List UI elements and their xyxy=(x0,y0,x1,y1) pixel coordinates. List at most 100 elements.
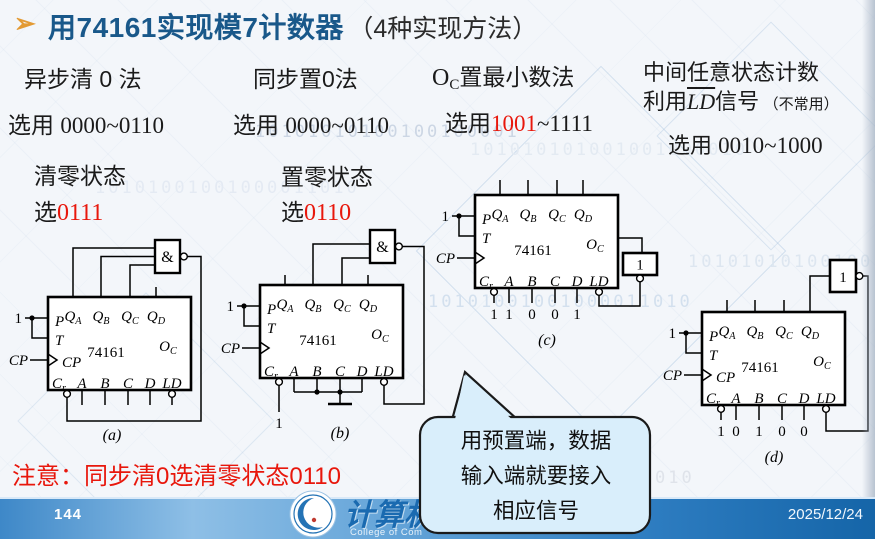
active-low-bubble xyxy=(716,404,726,414)
pin-sub: C xyxy=(597,244,604,255)
method4-range: 选用 0010~1000 xyxy=(668,128,823,160)
method2-state: 置零状态 xyxy=(281,164,373,190)
pin-label-t: T xyxy=(709,348,719,364)
wire xyxy=(618,237,643,253)
active-low-bubble xyxy=(394,242,404,251)
preset-value: 1 xyxy=(717,424,725,440)
pin-sub: D xyxy=(584,214,593,225)
method3-title-rest: 置最小数法 xyxy=(459,64,575,90)
school-logo xyxy=(289,490,337,538)
title-row: 用74161实现模7计数器 （4种实现方法） xyxy=(48,6,537,46)
pin-sub: r xyxy=(489,281,493,292)
method4-range-prefix: 选用 xyxy=(668,133,719,158)
wire xyxy=(47,353,59,367)
pin-label-A: A xyxy=(503,274,514,290)
ext-cp-label: CP xyxy=(221,341,240,357)
pin-label-A: A xyxy=(730,391,741,407)
const-one-label: 1 xyxy=(227,299,235,315)
pin-label-C: C xyxy=(123,376,134,392)
pin-label-C: C xyxy=(777,391,788,407)
pin-label-cp: CP xyxy=(62,355,81,371)
warning-note: 注意：同步清0选清零状态0110 xyxy=(12,463,341,490)
date-label: 2025/12/24 xyxy=(787,506,863,523)
chip-body xyxy=(46,295,193,392)
method1-state: 清零状态 xyxy=(34,163,126,189)
wire xyxy=(701,368,713,382)
preset-value: 0 xyxy=(800,424,808,440)
circuit-label: (a) xyxy=(103,427,122,444)
pin-sub: A xyxy=(286,304,294,315)
bubble-text: 用预置端，数据 输入端就要接入 相应信号 xyxy=(425,424,647,529)
method3-range-prefix: 选用 xyxy=(445,110,491,136)
page-title-paren: （4种实现方法） xyxy=(348,15,538,43)
wire xyxy=(809,275,830,312)
const-one-label: 1 xyxy=(15,311,23,327)
pin-sub: r xyxy=(716,398,720,409)
method3-oc: O xyxy=(432,65,450,91)
pin-sub: D xyxy=(811,331,820,342)
method2-pick: 选0110 xyxy=(281,193,351,227)
chip-body xyxy=(473,193,620,290)
bubble-line1: 用预置端，数据 xyxy=(460,429,612,453)
method3-oc-sub: C xyxy=(449,77,460,94)
wire xyxy=(259,341,271,355)
pin-label-C: C xyxy=(550,274,561,290)
logo-dot xyxy=(311,517,317,523)
method4-note: （不常用） xyxy=(763,96,839,113)
method3-range: 选用1001~1111 xyxy=(445,104,593,138)
active-low-bubble xyxy=(379,377,389,387)
pin-label-D: D xyxy=(798,391,810,407)
active-low-bubble xyxy=(635,274,645,283)
pin-label-A: A xyxy=(76,376,87,392)
wire xyxy=(685,333,702,354)
pin-label-C: C xyxy=(335,364,346,380)
wire xyxy=(72,247,155,297)
circuit-label: (b) xyxy=(331,425,350,442)
preset-value: 0 xyxy=(732,424,740,440)
logo-circle xyxy=(289,490,337,538)
title-bullet-icon: ➢ xyxy=(14,8,36,38)
pin-sub: C xyxy=(170,346,177,357)
preset-value: 0 xyxy=(778,424,786,440)
pin-label-p: P xyxy=(54,314,64,330)
method2-range-prefix: 选用 xyxy=(233,112,286,138)
pin-label-p: P xyxy=(481,212,491,228)
method1-range-value: 0000~0110 xyxy=(60,113,164,138)
pin-label-B: B xyxy=(312,364,321,380)
method1-pick-prefix: 选 xyxy=(34,199,57,225)
pin-sub: B xyxy=(315,304,321,315)
ext-cp-label: CP xyxy=(9,353,28,369)
chip-name: 74161 xyxy=(741,360,779,376)
method4-ld-signal: LD xyxy=(687,89,716,114)
inverter-box xyxy=(828,258,858,294)
active-low-bubble xyxy=(62,389,72,399)
wire xyxy=(129,264,155,297)
inverter-label: 1 xyxy=(839,270,847,286)
wire xyxy=(458,216,475,237)
college-label: College of Com xyxy=(350,527,423,538)
method4-pre: 利用 xyxy=(643,89,688,114)
pin-label-LD: LD xyxy=(815,391,835,407)
pin-sub: C xyxy=(824,361,831,372)
wire xyxy=(31,318,48,339)
pin-label-D: D xyxy=(356,364,368,380)
pin-sub: C xyxy=(132,316,139,327)
inverter-label: 1 xyxy=(636,258,644,274)
pin-sub: A xyxy=(74,316,82,327)
bubble-line2: 输入端就要接入 xyxy=(460,464,612,488)
method2-title: 同步置0法 xyxy=(253,66,358,92)
bubble-body xyxy=(418,415,652,535)
ext-cp-label: CP xyxy=(663,368,682,384)
wire xyxy=(100,255,155,297)
pin-sub: C xyxy=(382,334,389,345)
pin-sub: D xyxy=(157,316,166,327)
pin-sub: A xyxy=(728,331,736,342)
pin-label-t: T xyxy=(482,231,492,247)
logo-swirl xyxy=(297,497,323,530)
pin-label-t: T xyxy=(55,333,65,349)
wire xyxy=(341,257,370,285)
pin-label-cp: CP xyxy=(716,370,735,386)
